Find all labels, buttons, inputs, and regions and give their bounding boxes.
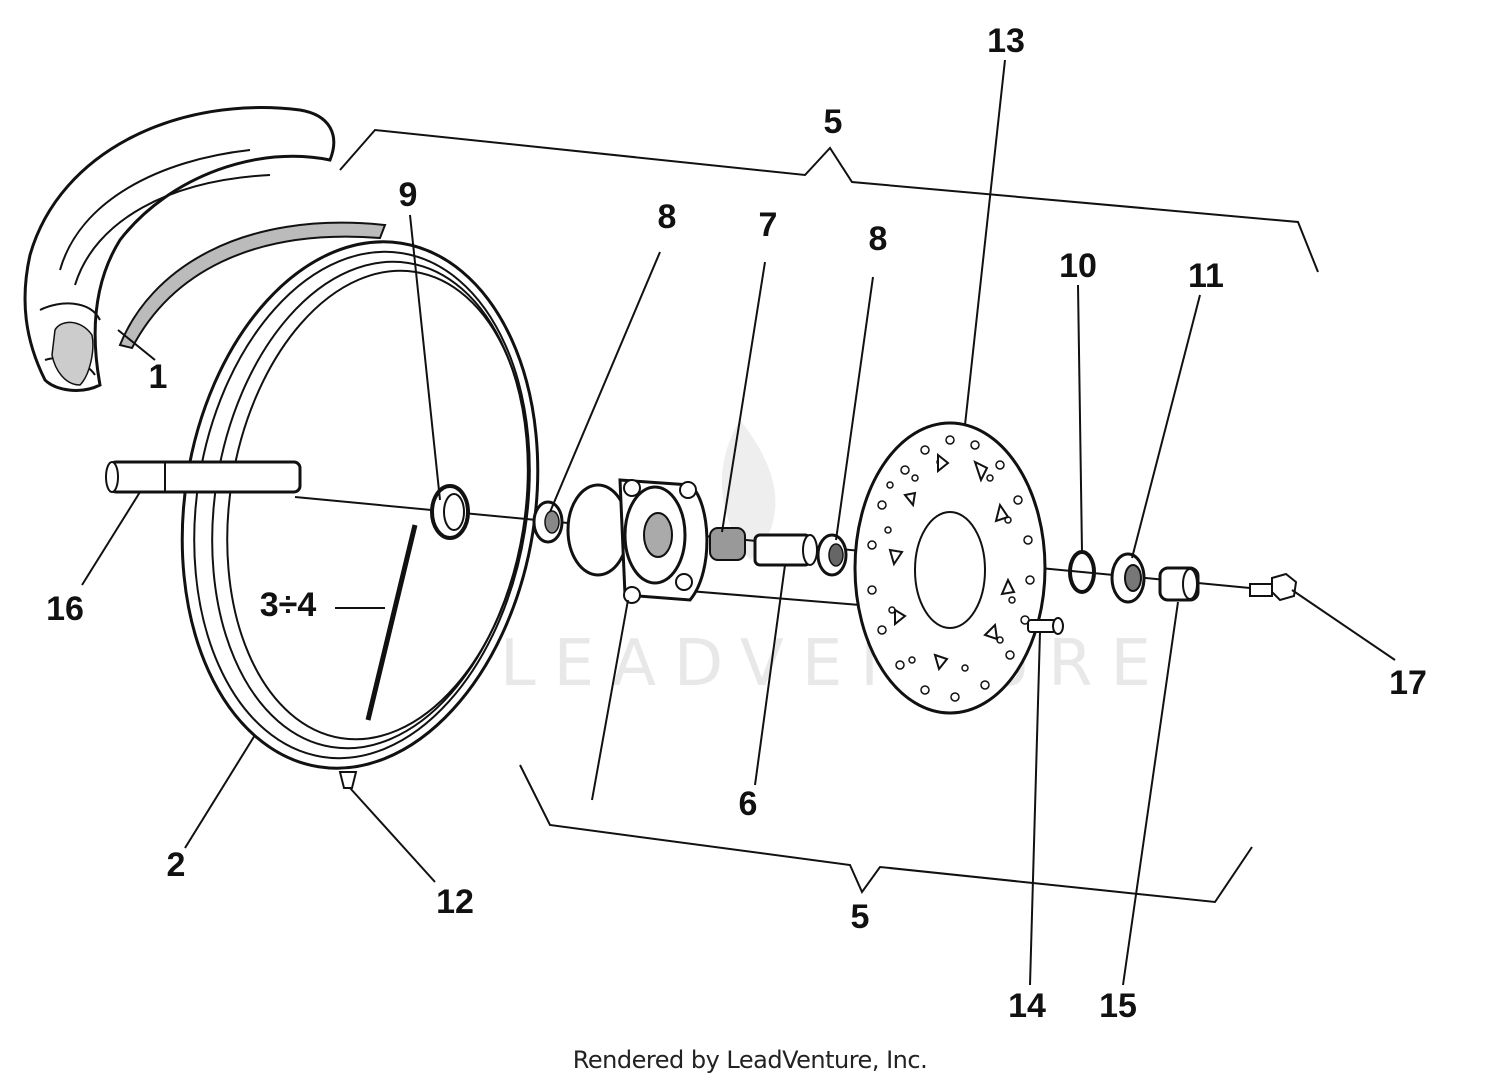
callout-5-bottom: 5 [851, 898, 870, 936]
callout-14: 14 [1008, 987, 1046, 1025]
callout-8-left: 8 [658, 198, 677, 236]
bearing-right [816, 533, 848, 577]
bolt-14 [1027, 617, 1064, 635]
callout-5-top: 5 [824, 103, 843, 141]
bracket-5-bottom [519, 764, 1253, 904]
callout-1: 1 [149, 358, 168, 396]
callout-16: 16 [46, 590, 84, 628]
callout-7: 7 [759, 206, 778, 244]
leader-lines [81, 59, 1396, 986]
rim [180, 240, 540, 770]
watermark-text: LEADVENTURE [500, 627, 1169, 701]
tyre [23, 106, 387, 392]
bolt-17 [1249, 572, 1298, 602]
callout-13: 13 [987, 22, 1025, 60]
valve-12 [338, 771, 358, 789]
callout-12: 12 [436, 883, 474, 921]
footer-credit: Rendered by LeadVenture, Inc. [572, 1046, 928, 1074]
callout-2: 2 [167, 846, 186, 884]
watermark: LEADVENTURE [500, 420, 1169, 701]
callout-9: 9 [399, 176, 418, 214]
hub [566, 478, 709, 604]
spoke [365, 524, 418, 721]
bearing-11 [1110, 552, 1146, 604]
callout-3-4: 3÷4 [260, 586, 317, 624]
callout-11: 11 [1188, 257, 1224, 295]
brake-disc [853, 421, 1047, 715]
callout-6: 6 [739, 785, 758, 823]
spacer-7 [709, 527, 746, 561]
bracket-5-top [339, 128, 1319, 273]
seal-9 [430, 484, 470, 540]
callout-17: 17 [1389, 664, 1427, 702]
callout-10: 10 [1059, 247, 1097, 285]
spacer-6 [753, 533, 818, 567]
callout-15: 15 [1099, 987, 1137, 1025]
callout-8-right: 8 [869, 220, 888, 258]
spacer-15 [1158, 566, 1200, 602]
axle [105, 460, 302, 494]
bearing-left [532, 500, 564, 544]
